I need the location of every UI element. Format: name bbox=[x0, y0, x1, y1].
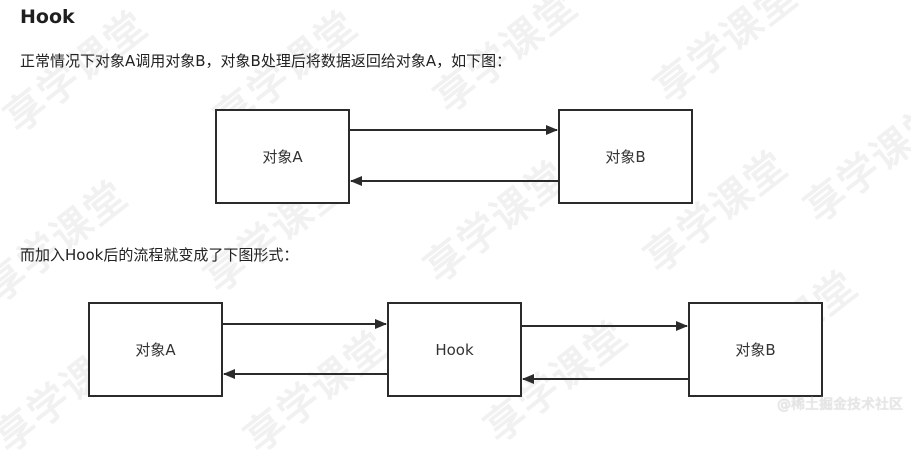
diagram2-box-object-a: 对象A bbox=[88, 302, 223, 397]
diagram2-box-object-b: 对象B bbox=[688, 302, 823, 397]
diagram1-box-object-a: 对象A bbox=[215, 109, 350, 204]
diagram1-box-object-a-label: 对象A bbox=[262, 148, 303, 166]
diagram2-box-object-a-label: 对象A bbox=[135, 341, 176, 359]
diagram2-box-hook: Hook bbox=[387, 302, 522, 397]
diagram1-box-object-b: 对象B bbox=[558, 109, 693, 204]
paragraph-hook-flow: 而加入Hook后的流程就变成了下图形式： bbox=[20, 246, 299, 264]
footer-watermark: @稀土掘金技术社区 bbox=[777, 397, 903, 413]
diagram2-box-object-b-label: 对象B bbox=[735, 341, 776, 359]
diagram-arrows bbox=[223, 125, 688, 384]
diagram2-box-hook-label: Hook bbox=[435, 340, 474, 359]
section-heading: Hook bbox=[20, 6, 75, 28]
paragraph-normal-flow: 正常情况下对象A调用对象B，对象B处理后将数据返回给对象A，如下图： bbox=[20, 52, 512, 70]
diagram1-box-object-b-label: 对象B bbox=[605, 148, 646, 166]
